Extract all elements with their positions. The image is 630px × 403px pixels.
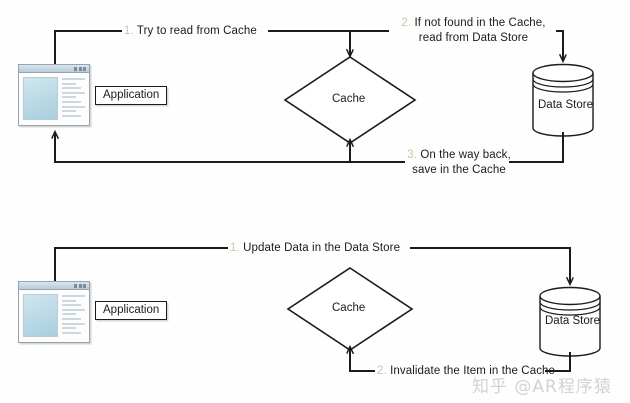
application-label-top: Application <box>95 86 168 105</box>
step-text: Invalidate the Item in the Cache <box>390 365 556 377</box>
window-body <box>19 290 89 342</box>
window-body <box>19 73 89 125</box>
watermark: 知乎 @AR程序猿 <box>472 377 612 397</box>
connector-datastore-to-cache-bottom <box>350 347 571 372</box>
step-label-bottom-1: 1. Update Data in the Data Store <box>230 241 400 256</box>
step-text-line-2: save in the Cache <box>412 163 506 176</box>
window-buttons <box>74 67 86 71</box>
datastore-label-top: Data Store <box>538 99 593 111</box>
window-minimize-icon <box>74 284 77 288</box>
application-label-bottom: Application <box>95 301 168 320</box>
step-text-line-2: read from Data Store <box>418 31 529 44</box>
connector-cache-to-app-top <box>55 132 350 163</box>
window-text-lines <box>62 78 85 120</box>
datastore-cylinder-bottom <box>539 286 601 357</box>
step-text-line-1: On the way back, <box>420 149 511 161</box>
step-number: 1. <box>124 25 134 37</box>
datastore-cylinder-top <box>532 63 594 137</box>
window-content-pane <box>23 77 58 120</box>
step-number: 2. <box>377 365 387 377</box>
window-titlebar <box>19 282 89 290</box>
step-number: 2. <box>401 17 412 29</box>
window-minimize-icon <box>74 67 77 71</box>
step-label-top-3: 3. On the way back, save in the Cache <box>407 148 511 177</box>
window-close-icon <box>83 67 86 71</box>
step-label-bottom-2: 2. Invalidate the Item in the Cache <box>377 364 555 379</box>
window-maximize-icon <box>78 67 82 71</box>
step-number: 1. <box>230 242 240 254</box>
window-close-icon <box>83 284 86 288</box>
window-titlebar <box>19 65 89 73</box>
cache-label-bottom: Cache <box>332 302 366 314</box>
window-text-lines <box>62 295 85 337</box>
application-window-icon-bottom <box>18 281 90 343</box>
connector-cache-to-datastore-top <box>350 30 563 61</box>
window-buttons <box>74 284 86 288</box>
step-text-line-1: If not found in the Cache, <box>414 17 546 29</box>
window-content-pane <box>23 294 58 337</box>
step-text: Try to read from Cache <box>136 25 257 37</box>
step-label-top-2: 2. If not found in the Cache, read from … <box>391 16 556 45</box>
datastore-label-bottom: Data Store <box>545 315 600 327</box>
cache-label-top: Cache <box>332 93 366 105</box>
application-window-icon-top <box>18 64 90 126</box>
step-number: 3. <box>407 149 418 161</box>
step-label-top-1: 1. Try to read from Cache <box>124 24 257 39</box>
window-maximize-icon <box>78 284 82 288</box>
step-text: Update Data in the Data Store <box>243 242 401 254</box>
